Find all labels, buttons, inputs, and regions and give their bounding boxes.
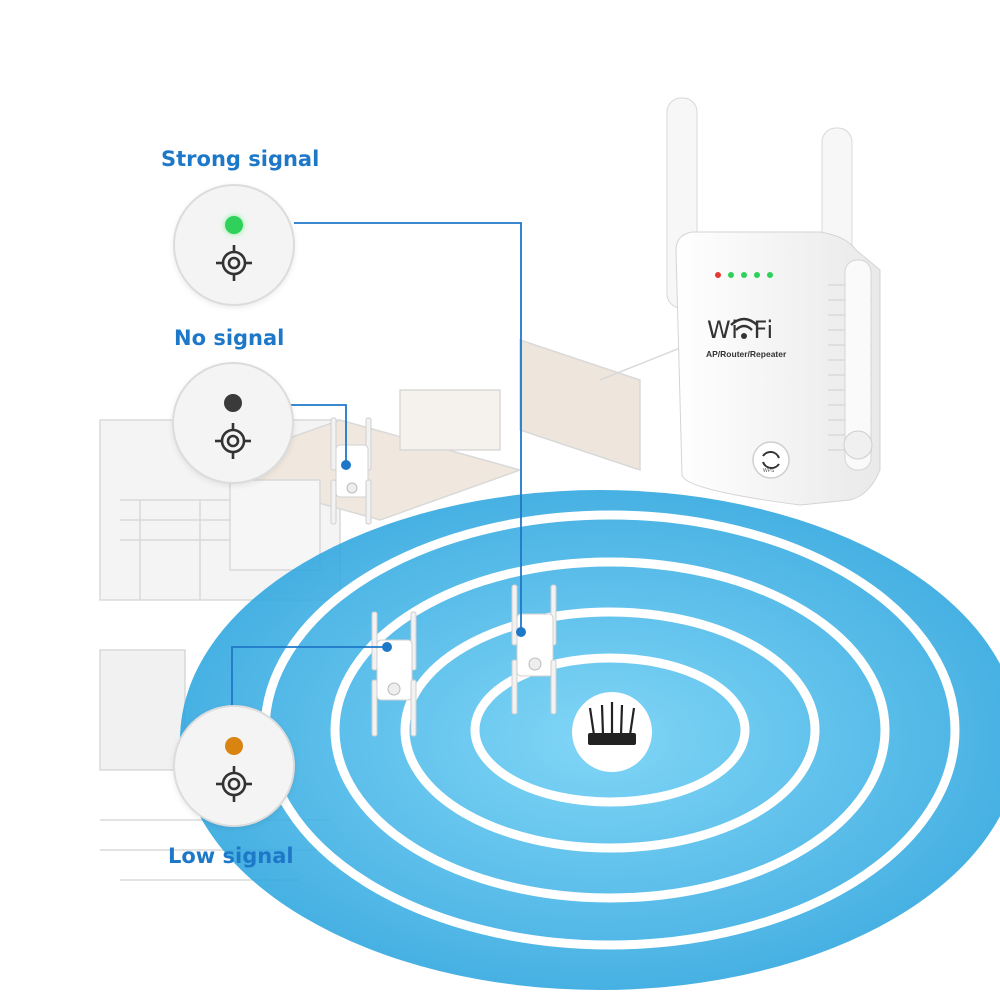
repeater-strong-signal <box>511 584 557 715</box>
no-signal-label: No signal <box>174 326 285 350</box>
router-icon <box>572 692 652 772</box>
crosshair-target-icon <box>216 766 252 802</box>
repeater-low-signal <box>371 611 417 737</box>
wifi-icon <box>730 317 758 331</box>
no-signal-indicator <box>172 362 294 484</box>
strong-signal-indicator <box>173 184 295 306</box>
device-subtitle: AP/Router/Repeater <box>706 349 787 359</box>
repeater-no-signal <box>330 417 372 525</box>
low-signal-indicator <box>173 705 295 827</box>
strong-signal-label: Strong signal <box>161 147 320 171</box>
orange-status-dot <box>225 737 243 755</box>
wifi-repeater <box>666 97 881 506</box>
connector-dots <box>341 460 526 652</box>
green-status-dot <box>225 216 243 234</box>
wps-label: WPS <box>763 468 775 474</box>
dark-status-dot <box>224 394 242 412</box>
wifi-logo-text: Wi Fi <box>707 316 775 344</box>
crosshair-target-icon <box>216 245 252 281</box>
low-signal-label: Low signal <box>168 844 294 868</box>
wps-icon <box>752 441 790 479</box>
crosshair-target-icon <box>215 423 251 459</box>
